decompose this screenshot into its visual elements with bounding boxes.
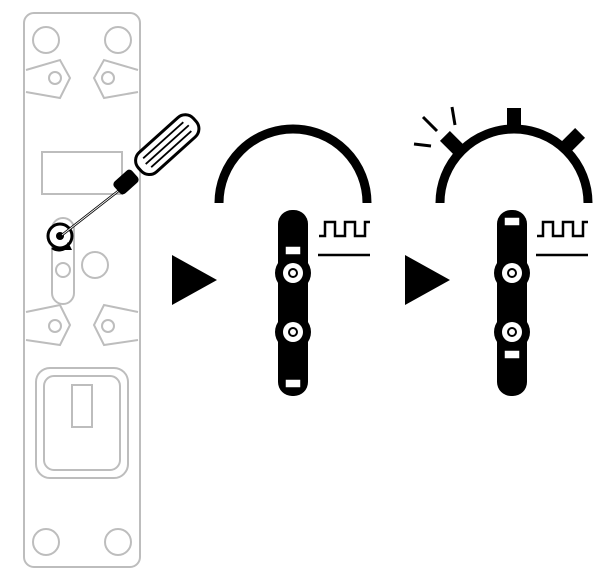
bracket-bar-icon-2 xyxy=(494,210,530,396)
step-arrow-1 xyxy=(172,255,217,305)
square-wave-icon xyxy=(318,220,370,257)
square-wave-icon-2 xyxy=(536,220,588,257)
base-plate xyxy=(23,12,141,568)
bracket-bar-icon xyxy=(275,210,311,396)
step-arrow-2 xyxy=(405,255,450,305)
adjustment-screw xyxy=(46,222,74,252)
notched-arc-icon xyxy=(435,108,593,204)
plain-arc-icon xyxy=(214,124,372,204)
click-spark-icon xyxy=(413,106,457,148)
screwdriver-icon xyxy=(61,113,201,236)
